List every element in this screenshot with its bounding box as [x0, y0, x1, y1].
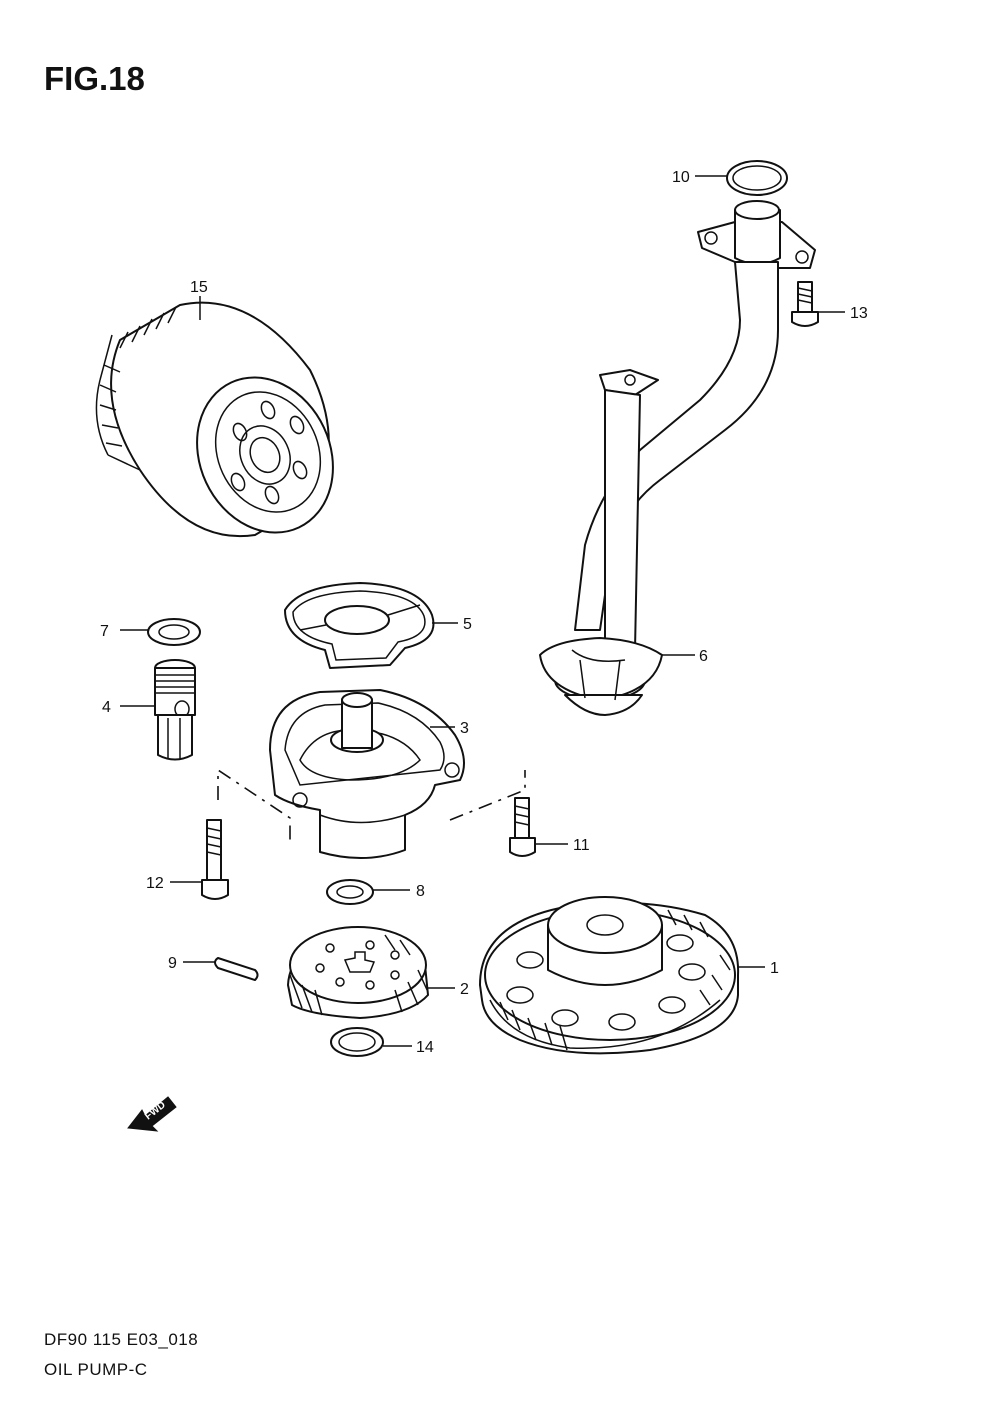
callout-8: 8	[416, 883, 425, 900]
part-6-oil-strainer[interactable]	[539, 200, 816, 716]
part-14-snap-ring[interactable]	[330, 1027, 384, 1057]
callout-7: 7	[100, 623, 109, 640]
callout-13: 13	[850, 305, 868, 322]
callout-5: 5	[463, 616, 472, 633]
part-3-pump-housing[interactable]	[269, 689, 465, 859]
part-12-bolt[interactable]	[201, 819, 229, 900]
alignment-dash-right	[449, 770, 526, 821]
part-4-fitting[interactable]	[154, 659, 196, 761]
callout-6: 6	[699, 648, 708, 665]
part-10-o-ring[interactable]	[726, 160, 788, 196]
callout-2: 2	[460, 981, 469, 998]
callout-12: 12	[146, 875, 164, 892]
part-11-bolt[interactable]	[509, 797, 536, 857]
callout-14: 14	[416, 1039, 434, 1056]
callout-4: 4	[102, 699, 111, 716]
figure-title: FIG.18	[44, 60, 145, 97]
part-2-inner-rotor[interactable]	[287, 926, 429, 1019]
part-8-washer[interactable]	[326, 879, 374, 905]
diagram-name: OIL PUMP-C	[44, 1360, 148, 1379]
callout-11: 11	[573, 837, 590, 854]
fwd-arrow-icon: FWD	[127, 1096, 177, 1132]
part-9-pin[interactable]	[214, 957, 259, 981]
diagram-code: DF90 115 E03_018	[44, 1330, 199, 1349]
alignment-dash-left	[217, 768, 291, 840]
part-7-washer[interactable]	[147, 618, 201, 646]
callout-9: 9	[168, 955, 177, 972]
part-13-bolt[interactable]	[791, 281, 819, 327]
callout-3: 3	[460, 720, 469, 737]
leader-lines	[120, 175, 845, 1047]
part-1-outer-rotor[interactable]	[479, 896, 740, 1055]
part-5-gasket[interactable]	[284, 582, 435, 669]
callout-1: 1	[770, 960, 779, 977]
part-15-oil-filter[interactable]	[95, 301, 357, 555]
callout-10: 10	[672, 169, 690, 186]
callout-15: 15	[190, 279, 208, 296]
